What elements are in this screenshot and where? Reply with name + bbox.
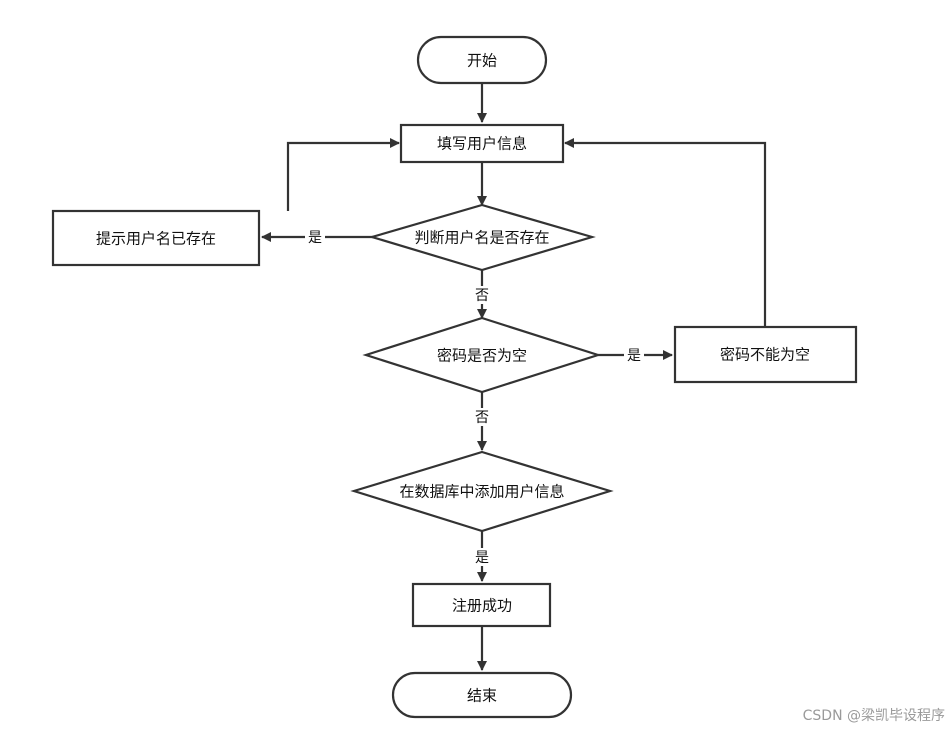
node-register-success: 注册成功	[411, 582, 552, 628]
node-password-empty-label: 密码不能为空	[720, 346, 810, 364]
edge-label-username-yes: 是	[305, 228, 325, 246]
edge-label-db-yes-text: 是	[475, 550, 489, 566]
edge-empty-back-to-fill	[564, 138, 767, 327]
edge-label-password-yes: 是	[624, 346, 644, 364]
node-username-exists: 提示用户名已存在	[51, 209, 261, 267]
node-check-username-label: 判断用户名是否存在	[414, 229, 549, 247]
node-end-label: 结束	[467, 687, 497, 705]
node-add-to-db-label: 在数据库中添加用户信息	[399, 483, 564, 501]
node-register-success-label: 注册成功	[452, 597, 512, 615]
edge-label-password-no: 否	[472, 408, 492, 426]
edge-exists-back-to-fill	[286, 138, 400, 211]
edge-label-username-yes-text: 是	[308, 230, 322, 246]
node-check-password-label: 密码是否为空	[437, 347, 527, 365]
edge-label-username-no: 否	[472, 286, 492, 304]
node-username-exists-label: 提示用户名已存在	[96, 230, 216, 248]
node-fill-info: 填写用户信息	[399, 123, 565, 164]
node-end: 结束	[391, 671, 573, 719]
node-start: 开始	[416, 35, 548, 85]
node-check-password: 密码是否为空	[362, 316, 602, 394]
edge-label-password-no-text: 否	[475, 410, 489, 426]
watermark: CSDN @梁凯毕设程序	[802, 708, 945, 724]
node-fill-info-label: 填写用户信息	[437, 135, 527, 153]
node-add-to-db: 在数据库中添加用户信息	[350, 450, 614, 533]
edge-label-db-yes: 是	[472, 548, 492, 566]
node-check-username: 判断用户名是否存在	[368, 203, 596, 272]
edge-label-username-no-text: 否	[475, 288, 489, 304]
node-start-label: 开始	[467, 52, 497, 70]
node-password-empty: 密码不能为空	[673, 325, 858, 384]
edge-label-password-yes-text: 是	[627, 348, 641, 364]
